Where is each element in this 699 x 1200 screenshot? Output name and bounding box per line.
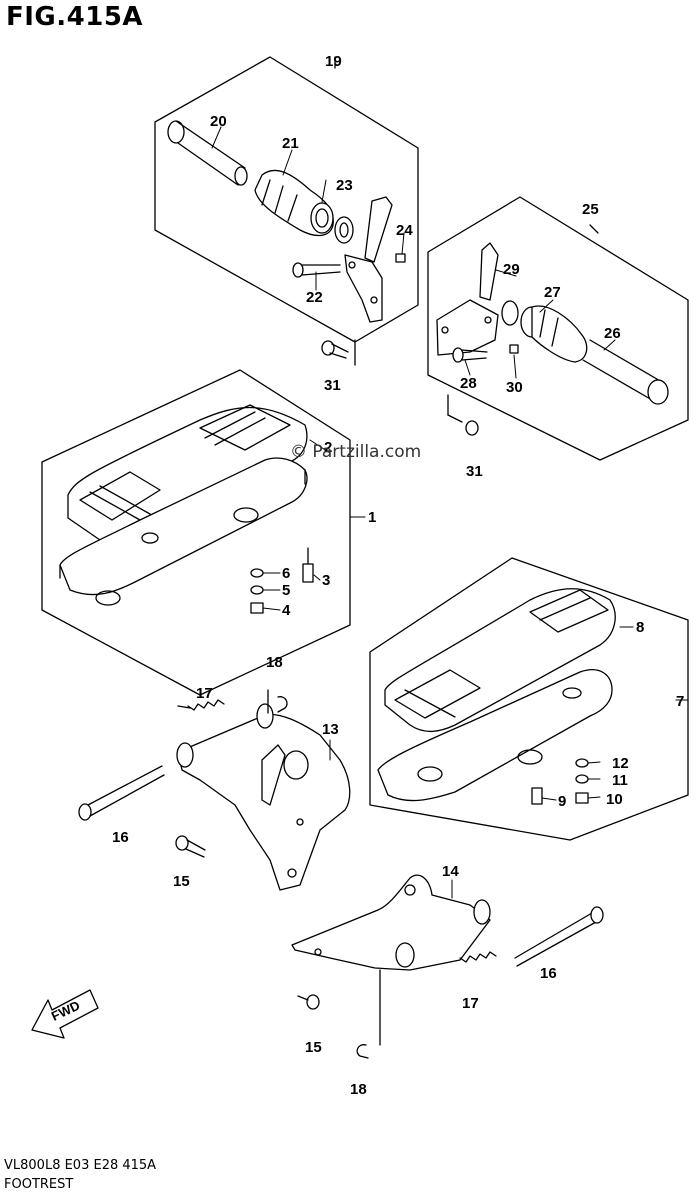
callout-1: 1 <box>368 509 376 526</box>
part-21-rubber <box>254 169 334 237</box>
callout-20: 20 <box>210 113 227 130</box>
callout-16-left: 16 <box>112 829 129 846</box>
part-29-bracket <box>436 242 499 356</box>
callout-23: 23 <box>336 177 353 194</box>
part-14-bracket <box>291 874 491 971</box>
part-17-spring-left <box>177 699 225 711</box>
part-30-nut <box>509 344 519 354</box>
callout-11: 11 <box>612 772 628 789</box>
callout-16-right: 16 <box>540 965 557 982</box>
part-15-bolt-left <box>175 835 206 858</box>
callout-15-right: 15 <box>305 1039 322 1056</box>
callout-25: 25 <box>582 201 599 218</box>
callout-17-right: 17 <box>462 995 479 1012</box>
callout-22: 22 <box>306 289 323 306</box>
callout-15-left: 15 <box>173 873 190 890</box>
footer-code: VL800L8 E03 E28 415A <box>4 1158 157 1173</box>
part-28-bolt <box>452 347 488 363</box>
leader-lines <box>211 126 689 899</box>
callout-13: 13 <box>322 721 339 738</box>
callout-10: 10 <box>606 791 623 808</box>
part-13-bracket <box>176 703 351 891</box>
assembly-19-box <box>154 56 419 343</box>
part-27-rubber <box>501 300 588 363</box>
assembly-1-box <box>41 369 351 696</box>
part-26-pin <box>582 339 669 405</box>
callout-7: 7 <box>676 693 684 710</box>
part-31-bolt-upper <box>321 339 356 366</box>
callout-26: 26 <box>604 325 621 342</box>
callout-12: 12 <box>612 755 629 772</box>
part-18-clip-lower <box>356 969 381 1059</box>
callout-9: 9 <box>558 793 566 810</box>
part-16-bolt-left <box>78 765 165 821</box>
parts-9-10-11-12-hardware <box>531 758 589 805</box>
watermark: © Partzilla.com <box>290 442 422 462</box>
callout-31-upper: 31 <box>324 377 341 394</box>
part-7-board <box>377 669 613 802</box>
part-8-pad <box>384 588 616 733</box>
callout-18-lower: 18 <box>350 1081 367 1098</box>
assembly-7-box <box>369 557 689 841</box>
fwd-arrow-icon <box>31 989 99 1039</box>
callout-24: 24 <box>396 222 413 239</box>
callout-30: 30 <box>506 379 523 396</box>
callout-8: 8 <box>636 619 644 636</box>
callout-21: 21 <box>282 135 299 152</box>
part-1-board <box>59 457 308 606</box>
callout-27: 27 <box>544 284 561 301</box>
footer-name: FOOTREST <box>4 1177 74 1192</box>
callout-18-upper: 18 <box>266 654 283 671</box>
part-31-bolt-lower <box>447 394 479 436</box>
callout-31-lower: 31 <box>466 463 483 480</box>
part-23-washer <box>334 216 354 244</box>
callout-6: 6 <box>282 565 290 582</box>
callout-3: 3 <box>322 572 330 589</box>
callout-4: 4 <box>282 602 291 619</box>
part-bracket-19 <box>344 196 393 323</box>
callout-14: 14 <box>442 863 459 880</box>
callout-29: 29 <box>503 261 520 278</box>
callout-19: 19 <box>325 53 342 70</box>
callout-2: 2 <box>324 439 332 456</box>
callout-28: 28 <box>460 375 477 392</box>
part-22-bolt <box>292 262 341 278</box>
part-3-bolt <box>302 547 314 583</box>
part-15-bolt-right <box>297 994 320 1010</box>
part-18-clip-upper <box>267 689 288 714</box>
assembly-25-box <box>427 196 689 461</box>
parts-4-5-6-hardware <box>250 568 264 614</box>
callout-labels: 19 20 21 23 24 22 31 25 29 27 26 28 30 3… <box>49 53 684 1098</box>
part-20-pin <box>167 120 248 186</box>
figure-title: FIG.415A <box>6 2 144 32</box>
part-16-bolt-right <box>514 906 604 967</box>
callout-17-left: 17 <box>196 685 213 702</box>
part-24-nut <box>395 253 406 263</box>
part-17-spring-right <box>459 951 497 963</box>
callout-5: 5 <box>282 582 290 599</box>
